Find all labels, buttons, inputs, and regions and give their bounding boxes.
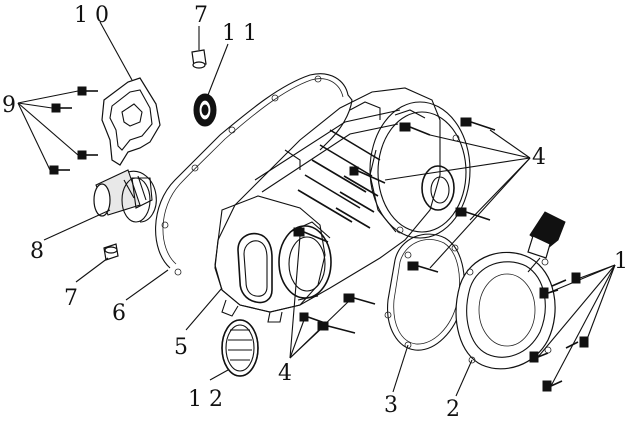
bolt (565, 336, 589, 349)
callout-10: 1 0 (74, 3, 109, 28)
bolt (551, 272, 581, 287)
part-2-recoil-starter (455, 211, 566, 370)
callout-11: 1 1 (222, 21, 257, 46)
callout-8: 8 (30, 239, 44, 264)
bolt (455, 207, 491, 221)
bolt (293, 227, 329, 243)
bolt (77, 86, 98, 96)
part-12-seal (221, 319, 259, 377)
callout-12: 1 2 (188, 387, 223, 412)
part-8-air-duct (93, 169, 157, 223)
part-11-bearing (193, 93, 217, 127)
callout-4-lower: 4 (278, 361, 292, 386)
callout-3: 3 (384, 393, 398, 418)
bolt (343, 293, 376, 305)
bolt (77, 150, 98, 160)
callout-6: 6 (112, 301, 126, 326)
bolt (49, 165, 70, 175)
leader-lines (17, 21, 616, 397)
part-7-dowel-pin-lower (103, 243, 119, 261)
bolt (51, 103, 72, 113)
bolt (399, 122, 431, 136)
bolt (349, 166, 386, 184)
callout-5: 5 (174, 335, 188, 360)
bolt (407, 261, 439, 273)
part-10-cover-plate (101, 77, 161, 166)
callout-1: 1 (614, 249, 628, 274)
clutch-housing-boss (369, 101, 471, 239)
callout-7-lower: 7 (64, 286, 78, 311)
callout-2: 2 (446, 397, 460, 422)
bolt (460, 117, 496, 131)
callout-4-upper: 4 (532, 145, 546, 170)
callout-9: 9 (2, 93, 16, 118)
part-6-crankcase-gasket (155, 73, 353, 276)
bolt (317, 321, 356, 334)
part-9-bolts (49, 86, 98, 175)
callout-7-top: 7 (194, 3, 208, 28)
part-7-dowel-pin-upper (191, 49, 207, 69)
part-3-starter-gasket (384, 233, 465, 351)
